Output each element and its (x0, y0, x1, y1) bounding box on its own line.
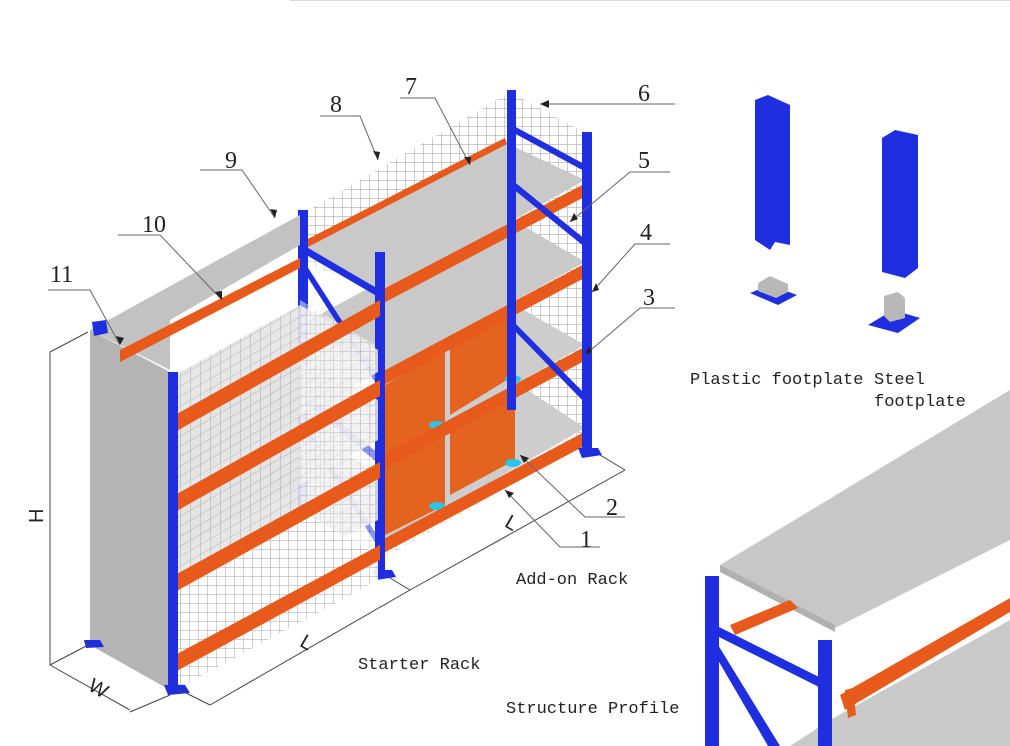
upright (582, 132, 592, 450)
width-dim-line (49, 664, 131, 711)
steel-footplate-label-line1: Steel (874, 371, 926, 390)
plastic-footplate-detail (750, 95, 797, 305)
structure-profile (705, 390, 1010, 746)
top-cover-panel (90, 215, 300, 370)
callout-4: 4 (640, 220, 652, 246)
frame-brace (512, 320, 586, 404)
upright (507, 90, 516, 410)
beam (840, 598, 1010, 710)
callout-1: 1 (580, 527, 592, 553)
callout-5: 5 (638, 148, 650, 174)
frame-brace (715, 625, 825, 690)
upright-profile (882, 130, 918, 278)
shelf-board (720, 390, 1010, 628)
addon-rack-label: Add-on Rack (516, 571, 629, 590)
addon-length-dim-line (409, 469, 626, 591)
callout-3: 3 (643, 285, 655, 311)
starter-rack (84, 215, 380, 695)
length-dim-line (209, 589, 411, 706)
frame-brace (303, 245, 380, 298)
frame-brace (512, 125, 586, 172)
beam (300, 138, 507, 250)
callout-6: 6 (638, 81, 650, 107)
beam-connector (845, 688, 856, 718)
structure-profile-label: Structure Profile (506, 700, 680, 719)
beam (175, 462, 380, 592)
side-panel (90, 330, 170, 690)
steel-footplate-label-line2: footplate (874, 393, 966, 412)
lower-shelf (790, 620, 1010, 746)
leader-arrowheads (116, 100, 599, 498)
callout-10: 10 (142, 212, 166, 238)
beam (175, 300, 380, 432)
steel-footplate (868, 310, 920, 333)
dimension-lines (49, 331, 626, 713)
height-dimension-label: H (26, 509, 48, 523)
divider-foot (429, 502, 445, 510)
width-dimension-label: W (84, 675, 111, 704)
callout-11: 11 (50, 262, 73, 288)
steel-footplate-detail (868, 130, 920, 333)
upright (705, 576, 719, 746)
starter-length-label: L (296, 631, 317, 656)
steel-footplate-post (884, 292, 905, 322)
footplate (578, 448, 602, 458)
plastic-footplate-label: Plastic footplate (690, 371, 864, 390)
starter-rack-label: Starter Rack (358, 656, 481, 675)
leader-lines (48, 97, 675, 548)
divider-foot (505, 459, 521, 467)
callout-8: 8 (330, 92, 342, 118)
frame-brace (715, 640, 780, 746)
plastic-footplate-cap (758, 276, 788, 298)
beam (378, 262, 588, 388)
addon-length-label: L (501, 511, 522, 536)
addon-rack (298, 90, 602, 580)
beam (378, 430, 588, 556)
footplate (164, 685, 190, 695)
beam (378, 182, 588, 306)
beam-back (120, 258, 300, 362)
upright (818, 640, 832, 746)
beam (175, 380, 380, 512)
upright (168, 372, 178, 690)
upright-profile (755, 95, 790, 250)
beam (378, 345, 588, 472)
callout-9: 9 (225, 148, 237, 174)
shelf-board-edge (720, 565, 835, 632)
upright (375, 252, 385, 574)
callout-2: 2 (606, 495, 618, 521)
footplate (84, 640, 104, 648)
upright-top (92, 320, 108, 336)
beam (175, 545, 380, 672)
callout-7: 7 (405, 74, 417, 100)
top-divider (290, 0, 1010, 1)
frame-brace (512, 180, 586, 248)
beam (730, 600, 798, 635)
